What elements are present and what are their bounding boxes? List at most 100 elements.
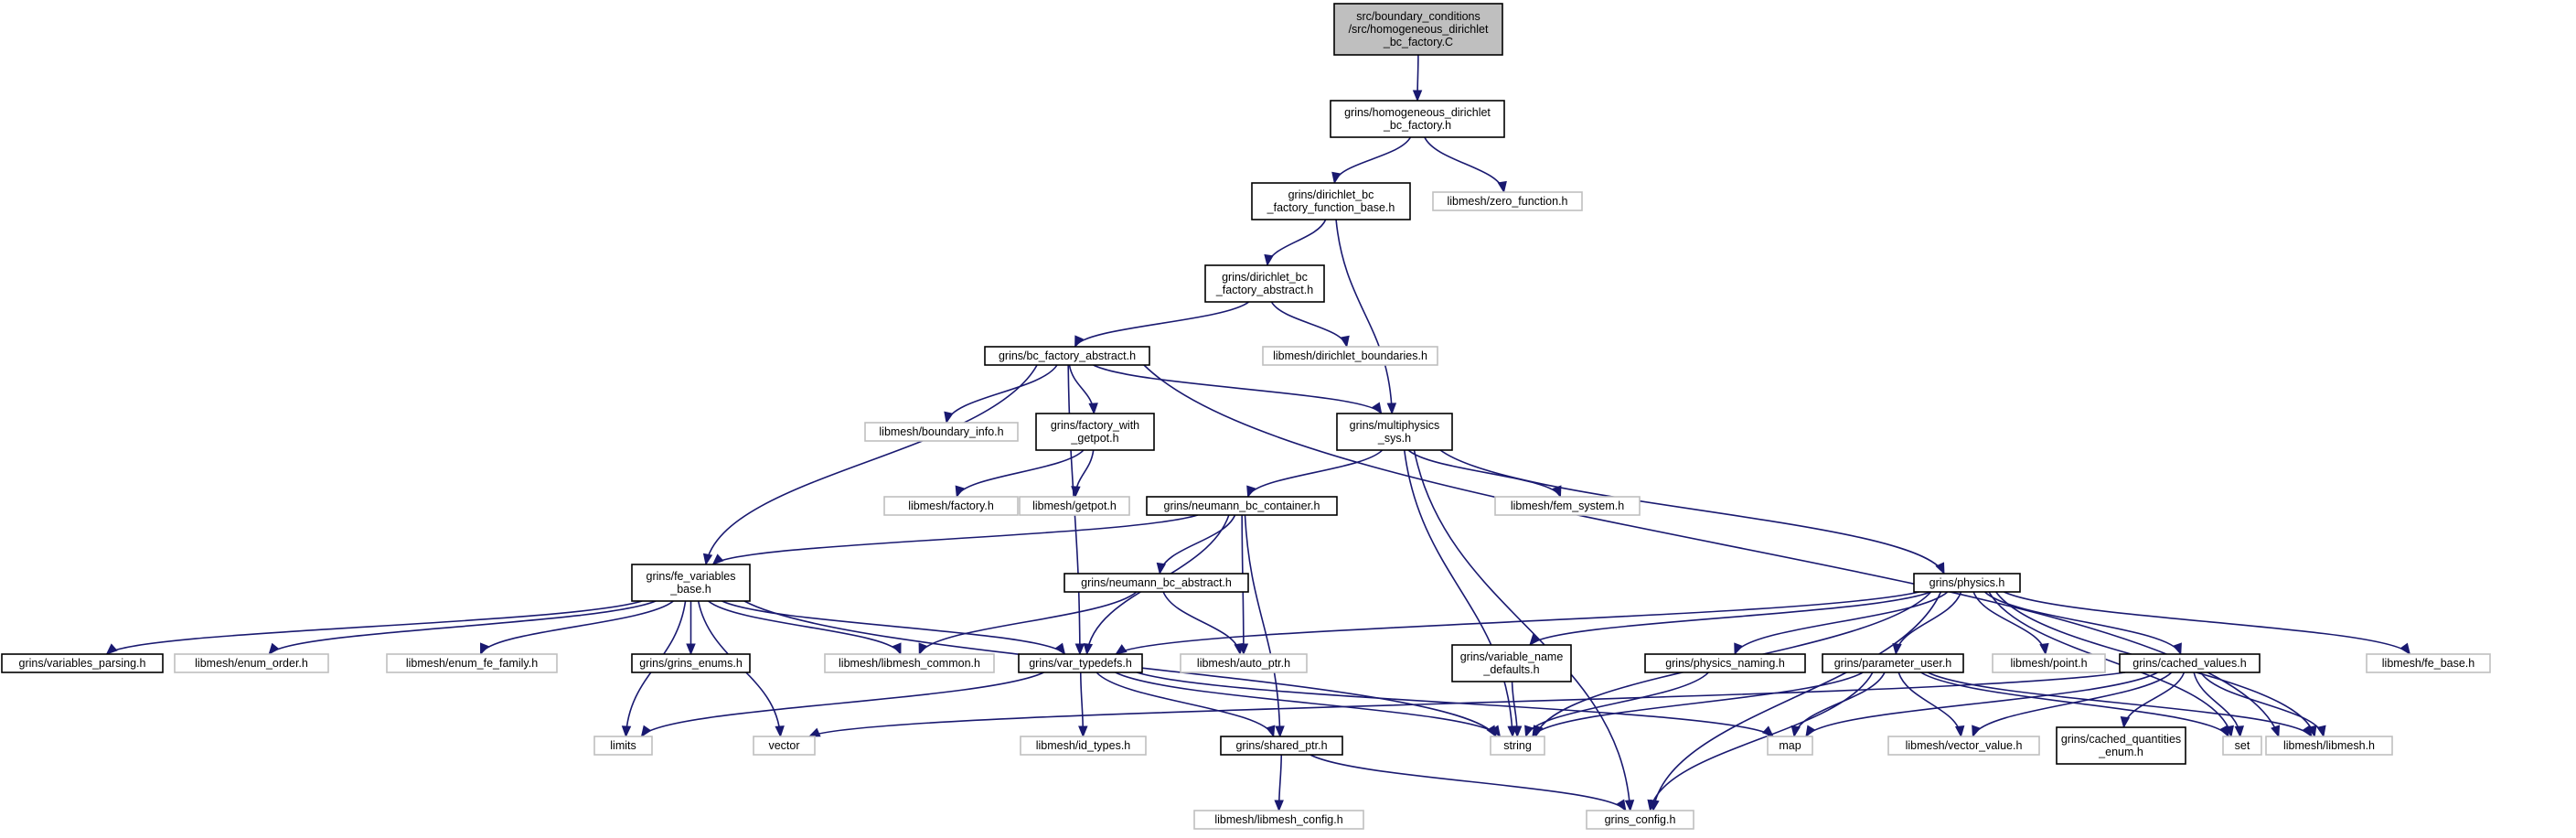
node-box xyxy=(2265,736,2393,756)
edge-dfa-to-dbound xyxy=(1270,301,1350,349)
arrowhead-icon xyxy=(702,553,713,566)
node-dfb[interactable]: grins/dirichlet_bc_factory_function_base… xyxy=(1251,182,1411,220)
arrowhead-icon xyxy=(1054,642,1066,656)
edge-line xyxy=(479,600,674,655)
node-label: grins/homogeneous_dirichlet xyxy=(1344,106,1491,119)
node-nbca[interactable]: grins/neumann_bc_abstract.h xyxy=(1064,573,1249,593)
node-box xyxy=(1019,496,1130,516)
node-box xyxy=(1180,653,1308,673)
edge-fevb-to-enumfef xyxy=(479,600,674,656)
edge-dfb-to-dfa xyxy=(1264,219,1327,267)
edge-line xyxy=(1529,591,1931,646)
edge-line xyxy=(1162,591,1241,655)
arrowhead-icon xyxy=(480,642,489,656)
node-label: grins/variables_parsing.h xyxy=(19,657,146,670)
edge-line xyxy=(1115,591,1920,655)
arrowhead-icon xyxy=(1734,642,1744,656)
node-vartypedefs[interactable]: grins/var_typedefs.h xyxy=(1018,653,1143,673)
arrowhead-icon xyxy=(1264,253,1274,267)
node-nbcc[interactable]: grins/neumann_bc_container.h xyxy=(1146,496,1338,516)
node-box xyxy=(1451,644,1572,682)
edge-line xyxy=(1972,671,2173,737)
edge-line xyxy=(1093,364,1383,414)
edge-physics-to-febase xyxy=(2004,591,2411,656)
arrowhead-icon xyxy=(1624,800,1635,812)
node-binfo: libmesh/boundary_info.h xyxy=(864,422,1019,442)
arrowhead-icon xyxy=(1234,642,1244,656)
arrowhead-icon xyxy=(1892,642,1902,656)
edge-line xyxy=(1333,136,1412,184)
arrowhead-icon xyxy=(1088,403,1098,415)
edge-line xyxy=(1439,449,1945,575)
node-msys[interactable]: grins/multiphysics_sys.h xyxy=(1336,413,1453,451)
node-root[interactable]: src/boundary_conditions/src/homogeneous_… xyxy=(1333,3,1503,56)
edge-line xyxy=(712,514,1199,565)
edge-physics-to-vartypedefs xyxy=(1115,591,1920,655)
node-box xyxy=(1913,573,2021,593)
arrowhead-icon xyxy=(1071,486,1081,499)
edge-line xyxy=(1309,754,1627,811)
node-grinsenums[interactable]: grins/grins_enums.h xyxy=(631,653,751,673)
node-label: grins/variable_name xyxy=(1460,650,1564,663)
node-box xyxy=(1494,496,1641,516)
node-grinsconfig: grins_config.h xyxy=(1586,810,1694,830)
node-string: string xyxy=(1490,736,1545,756)
edge-bcfa-to-fwg xyxy=(1068,364,1098,415)
node-dfa[interactable]: grins/dirichlet_bc_factory_abstract.h xyxy=(1204,264,1325,303)
node-homog[interactable]: grins/homogeneous_dirichlet_bc_factory.h xyxy=(1330,100,1505,138)
node-varparse[interactable]: grins/variables_parsing.h xyxy=(1,653,164,673)
edge-bcfa-to-libmesh xyxy=(1143,364,2281,738)
arrowhead-icon xyxy=(1274,800,1284,812)
node-box xyxy=(1992,653,2106,673)
arrowhead-icon xyxy=(1412,90,1423,102)
node-label: grins/neumann_bc_container.h xyxy=(1164,500,1320,512)
node-label: grins/dirichlet_bc xyxy=(1288,188,1374,201)
node-fevb[interactable]: grins/fe_variables_base.h xyxy=(631,564,751,602)
edge-cached-to-cqenum xyxy=(2120,671,2186,729)
edge-nbcc-to-sharedptr xyxy=(1244,514,1285,738)
edge-line xyxy=(721,600,1066,655)
edge-nbcc-to-fevb xyxy=(711,514,1199,565)
node-label: map xyxy=(1779,739,1801,752)
node-label: grins/cached_quantities xyxy=(2061,733,2181,746)
node-femsys: libmesh/fem_system.h xyxy=(1494,496,1641,516)
node-label: limits xyxy=(610,739,636,752)
node-cached[interactable]: grins/cached_values.h xyxy=(2119,653,2261,673)
node-physics[interactable]: grins/physics.h xyxy=(1913,573,2021,593)
node-varname[interactable]: grins/variable_name_defaults.h xyxy=(1451,644,1572,682)
node-physnaming[interactable]: grins/physics_naming.h xyxy=(1644,653,1806,673)
arrowhead-icon xyxy=(1246,485,1256,499)
node-paramuser[interactable]: grins/parameter_user.h xyxy=(1822,653,1964,673)
edge-line xyxy=(1649,671,1874,811)
edge-line xyxy=(1159,514,1236,575)
node-fwg[interactable]: grins/factory_with_getpot.h xyxy=(1035,413,1155,451)
node-bcfa[interactable]: grins/bc_factory_abstract.h xyxy=(984,346,1150,366)
edge-paramuser-to-set xyxy=(1920,671,2229,738)
node-label: libmesh/auto_ptr.h xyxy=(1197,657,1290,670)
edge-dfb-to-msys xyxy=(1335,219,1397,415)
node-sharedptr[interactable]: grins/shared_ptr.h xyxy=(1220,736,1343,756)
nodes-layer: src/boundary_conditions/src/homogeneous_… xyxy=(1,3,2491,830)
node-box xyxy=(593,736,653,756)
arrowhead-icon xyxy=(711,553,724,565)
edge-varname-to-string xyxy=(1511,681,1523,738)
node-cqenum[interactable]: grins/cached_quantities_enum.h xyxy=(2056,726,2186,765)
node-box xyxy=(1146,496,1338,516)
node-label: _getpot.h xyxy=(1070,432,1118,445)
arrowhead-icon xyxy=(1266,725,1276,738)
node-label: libmesh/boundary_info.h xyxy=(879,425,1003,438)
node-label: grins/multiphysics xyxy=(1350,419,1440,432)
arrowhead-icon xyxy=(2173,642,2182,656)
node-label: _sys.h xyxy=(1377,432,1411,445)
edges-layer xyxy=(105,54,2411,812)
edge-paramuser-to-grinsconfig xyxy=(1647,671,1874,812)
node-point: libmesh/point.h xyxy=(1992,653,2106,673)
arrowhead-icon xyxy=(2316,725,2326,738)
node-box xyxy=(2119,653,2261,673)
arrowhead-icon xyxy=(1371,402,1383,415)
node-label: grins/shared_ptr.h xyxy=(1235,739,1327,752)
node-box xyxy=(1251,182,1411,220)
edge-line xyxy=(268,600,657,655)
arrowhead-icon xyxy=(1972,725,1982,738)
edge-line xyxy=(705,364,1038,565)
